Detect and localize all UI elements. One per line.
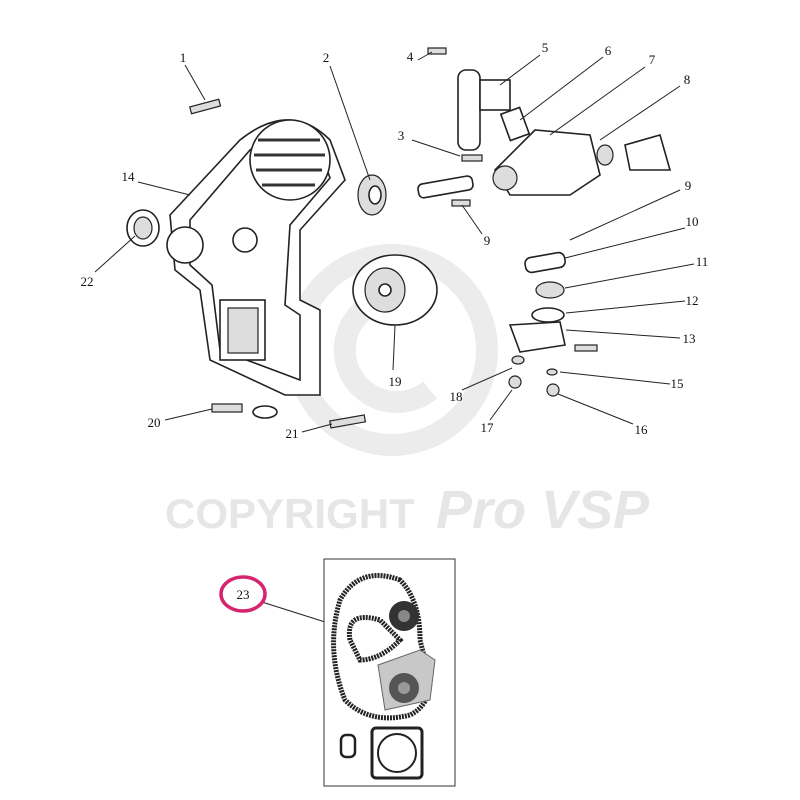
gear-pulley: [357, 174, 387, 216]
label-9b: 9: [484, 233, 491, 248]
label-12: 12: [686, 293, 699, 308]
label-16: 16: [635, 422, 649, 437]
label-7: 7: [649, 52, 656, 67]
label-17: 17: [481, 420, 495, 435]
leader-lines: [94, 51, 695, 623]
label-19: 19: [389, 374, 402, 389]
watermark-brand: Pro VSP: [436, 480, 650, 540]
label-11: 11: [696, 254, 709, 269]
label-20: 20: [148, 415, 161, 430]
label-18: 18: [450, 389, 463, 404]
label-8: 8: [684, 72, 691, 87]
label-13: 13: [683, 331, 696, 346]
label-6: 6: [605, 43, 612, 58]
bolt-washer: [211, 47, 483, 429]
label-4: 4: [407, 49, 414, 64]
thermostat-assembly: [508, 251, 598, 397]
callout-labels: 1 2 3 4 5 6 7 8 9 9 10 11 12 13 14 15 16…: [81, 40, 709, 441]
label-5: 5: [542, 40, 549, 55]
label-9: 9: [685, 178, 692, 193]
highlight-circle: [219, 575, 267, 613]
label-22: 22: [81, 274, 94, 289]
label-14: 14: [122, 169, 136, 184]
timing-kit-image: [323, 558, 456, 787]
label-21: 21: [286, 426, 299, 441]
label-23: 23: [237, 587, 250, 602]
tensioner-pulley: [352, 254, 438, 326]
bolt: [188, 98, 222, 115]
label-3: 3: [398, 128, 405, 143]
shaft: [417, 175, 474, 199]
label-2: 2: [323, 50, 330, 65]
water-pump-housing: [457, 69, 672, 196]
label-15: 15: [671, 376, 684, 391]
watermark-copyright: COPYRIGHT: [165, 490, 415, 537]
timing-belt-cover: [166, 119, 346, 396]
label-10: 10: [686, 214, 699, 229]
seal-ring: [126, 209, 160, 247]
label-1: 1: [180, 50, 187, 65]
timing-kit-callout: 23: [219, 575, 267, 613]
